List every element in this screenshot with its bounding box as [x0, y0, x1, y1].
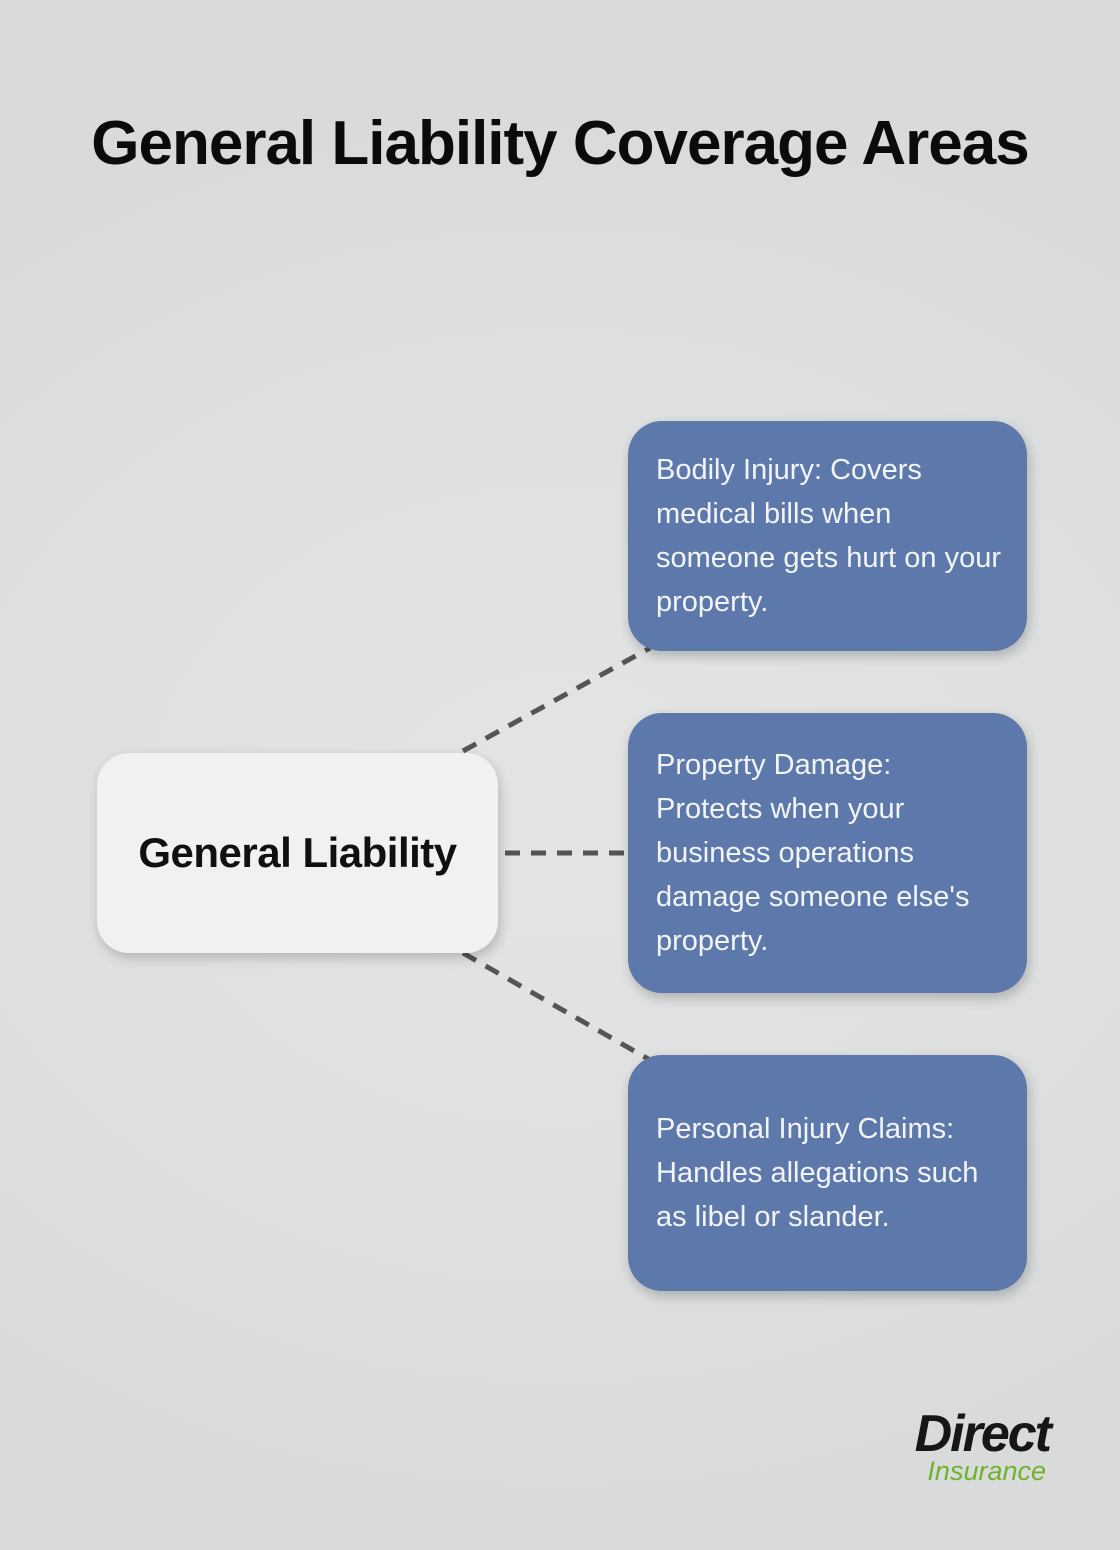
branch-bodily-injury: Bodily Injury: Covers medical bills when… — [628, 421, 1027, 651]
connector-top — [461, 645, 652, 754]
center-node-label: General Liability — [138, 829, 457, 876]
branch-property-damage-text: Property Damage: Protects when your busi… — [656, 749, 970, 957]
branch-personal-injury-claims: Personal Injury Claims: Handles allegati… — [628, 1055, 1027, 1291]
center-node-general-liability: General Liability — [97, 753, 498, 953]
branch-bodily-injury-text: Bodily Injury: Covers medical bills when… — [656, 454, 1001, 618]
direct-insurance-logo: Direct Insurance — [914, 1405, 1052, 1486]
page-title: General Liability Coverage Areas — [91, 109, 1029, 178]
connector-bottom — [461, 950, 652, 1063]
logo-primary-wordmark: Direct — [914, 1405, 1052, 1463]
branch-property-damage: Property Damage: Protects when your busi… — [628, 713, 1027, 993]
branch-personal-injury-claims-text: Personal Injury Claims: Handles allegati… — [656, 1113, 979, 1233]
logo-secondary-wordmark: Insurance — [927, 1456, 1046, 1486]
